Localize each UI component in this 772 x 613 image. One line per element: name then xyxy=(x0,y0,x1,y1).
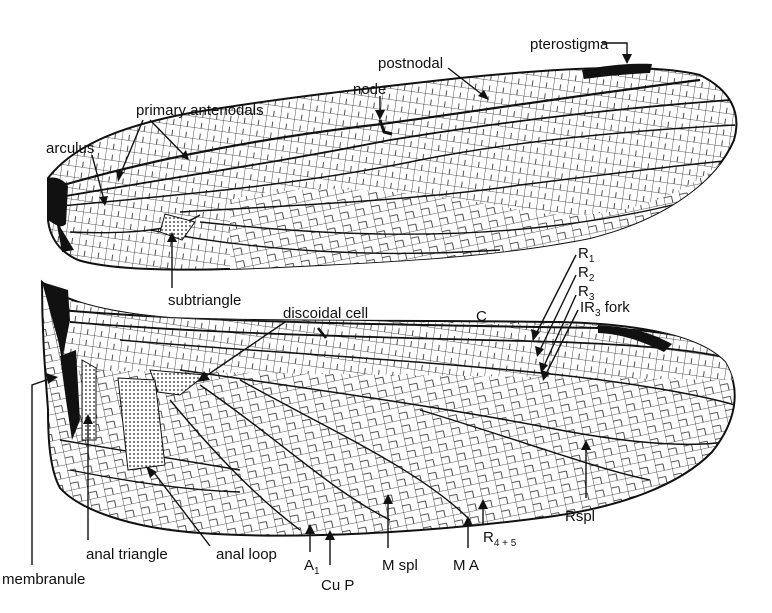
label-primary-antenodals: primary antenodals xyxy=(136,102,264,119)
label-r3: R3 xyxy=(578,283,595,303)
label-subtriangle: subtriangle xyxy=(168,292,241,309)
label-arculus: arculus xyxy=(46,140,94,157)
label-node: node xyxy=(353,81,386,98)
labels: pterostigma postnodal node primary anten… xyxy=(2,36,630,594)
label-mspl: M spl xyxy=(382,557,418,574)
hindwing xyxy=(40,279,736,537)
label-discoidal-cell: discoidal cell xyxy=(283,305,368,322)
label-membranule: membranule xyxy=(2,571,85,588)
label-rspl: Rspl xyxy=(565,508,595,525)
label-cup: Cu P xyxy=(321,577,354,594)
label-costa: C xyxy=(476,308,487,325)
leader-lines xyxy=(31,42,632,565)
label-r4-5: R4 + 5 xyxy=(483,529,517,549)
label-a1: A1 xyxy=(304,557,320,577)
label-anal-triangle: anal triangle xyxy=(86,546,168,563)
label-anal-loop: anal loop xyxy=(216,546,277,563)
label-postnodal: postnodal xyxy=(378,55,443,72)
label-pterostigma: pterostigma xyxy=(530,36,609,53)
label-r1: R1 xyxy=(578,245,595,265)
label-ma: M A xyxy=(453,557,479,574)
label-ir3-fork: IR3 fork xyxy=(580,299,630,319)
label-r2: R2 xyxy=(578,264,595,284)
forewing xyxy=(47,63,738,271)
